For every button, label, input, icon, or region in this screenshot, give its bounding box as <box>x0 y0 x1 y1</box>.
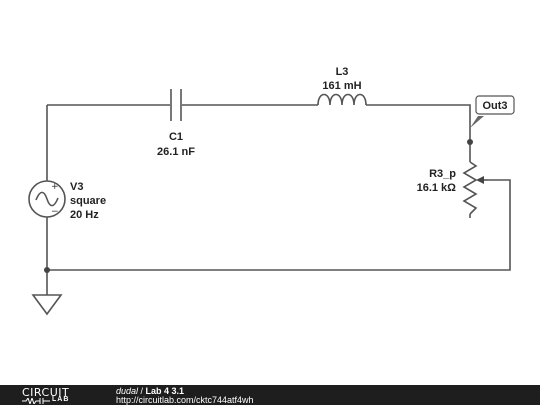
l3-name: L3 <box>336 66 349 78</box>
wire-top-right <box>366 104 471 162</box>
c1-name: C1 <box>169 131 183 143</box>
probe-label: Out3 <box>482 100 507 112</box>
probe-out3[interactable]: Out3 <box>470 95 515 128</box>
circuit-symbol-icon <box>22 398 50 404</box>
l3-value: 161 mH <box>322 80 361 92</box>
logo-text-top: CIRCUIT <box>22 386 70 399</box>
r3-name: R3_p <box>429 168 456 180</box>
footer-bar: CIRCUIT LAB dudal / Lab 4 3.1 http://cir… <box>0 385 540 405</box>
capacitor-c1[interactable] <box>170 89 182 121</box>
schematic-canvas: C1 26.1 nF L3 161 mH + − V3 square 20 Hz… <box>28 66 515 316</box>
wires <box>46 104 511 295</box>
logo-text-bottom: LAB <box>52 396 70 403</box>
ground-symbol <box>31 294 63 316</box>
inductor-l3[interactable] <box>317 93 367 106</box>
svg-text:+: + <box>51 182 59 192</box>
footer-title-line: dudal / Lab 4 3.1 <box>116 386 184 396</box>
svg-text:−: − <box>51 207 59 217</box>
v3-name: V3 <box>70 181 83 193</box>
potentiometer-r3[interactable] <box>462 161 488 215</box>
footer-separator: / <box>138 386 146 396</box>
junction-dot <box>44 267 50 273</box>
c1-value: 26.1 nF <box>157 146 195 158</box>
voltage-source-v3[interactable]: + − <box>28 180 66 218</box>
footer-url-link[interactable]: http://circuitlab.com/cktc744atf4wh <box>116 395 254 405</box>
footer-circuit-title: Lab 4 3.1 <box>145 386 185 396</box>
v3-freq: 20 Hz <box>70 209 99 221</box>
junction-dot <box>467 139 473 145</box>
v3-wave: square <box>70 195 106 207</box>
wire-bottom <box>47 179 511 271</box>
footer-user-link[interactable]: dudal <box>116 386 139 396</box>
circuitlab-logo[interactable]: CIRCUIT LAB <box>22 386 92 404</box>
r3-value: 16.1 kΩ <box>417 182 457 194</box>
